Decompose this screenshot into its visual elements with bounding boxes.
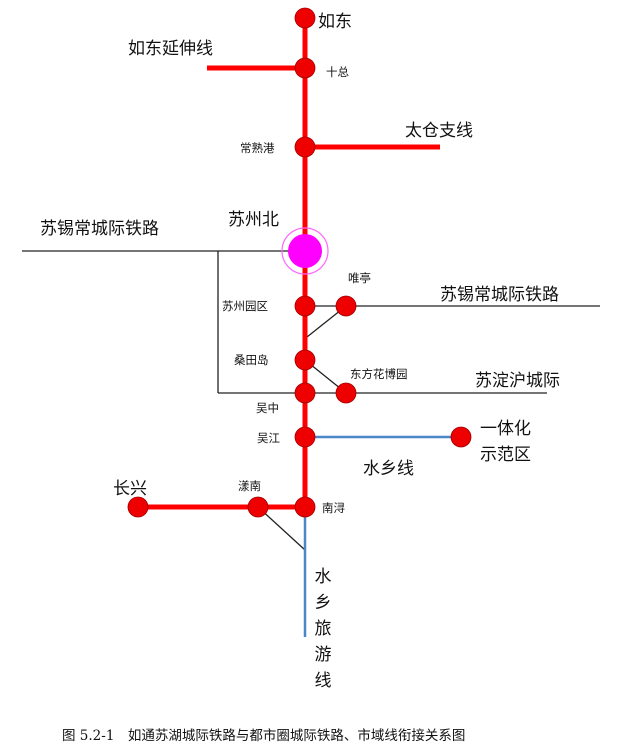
- label-shuixiang: 水乡线: [363, 459, 414, 479]
- figure-caption: 图 5.2-1 如通苏湖城际铁路与都市圈城际铁路、市域线衔接关系图: [62, 728, 466, 744]
- station-changshugang: [294, 136, 316, 158]
- label-yitihua: 一体化: [480, 419, 531, 439]
- station-nanxun: [294, 496, 316, 518]
- station-suzhouyuanqu: [294, 295, 316, 317]
- station-wujiang: [294, 426, 316, 448]
- label-rudong-ext: 如东延伸线: [128, 39, 213, 59]
- label-sangtiandao: 桑田岛: [234, 353, 269, 367]
- label-dongfang: 东方花博园: [350, 367, 408, 381]
- label-shizong: 十总: [326, 65, 349, 79]
- label-changxing: 长兴: [113, 479, 147, 499]
- label-weiting: 唯亭: [348, 271, 371, 285]
- label-taicang: 太仓支线: [405, 121, 473, 141]
- station-weiting: [335, 295, 357, 317]
- label-sxc-left: 苏锡常城际铁路: [40, 219, 159, 239]
- station-yangnan: [247, 496, 269, 518]
- label-wuzhong: 吴中: [256, 401, 279, 415]
- station-sangtiandao: [294, 349, 316, 371]
- label-shuixiang-tour: 水乡旅游线: [314, 567, 332, 691]
- station-dongfang: [335, 382, 357, 404]
- label-suzhoubei: 苏州北: [228, 210, 279, 230]
- station-wuzhong: [294, 382, 316, 404]
- label-changshugang: 常熟港: [240, 141, 275, 155]
- station-changxing: [127, 496, 149, 518]
- yangnan-link: [257, 506, 306, 551]
- station-shizong: [294, 57, 316, 79]
- label-nanxun: 南浔: [322, 501, 345, 515]
- station-rudong: [294, 7, 316, 29]
- label-rudong: 如东: [318, 12, 352, 32]
- label-sdh: 苏淀沪城际: [475, 371, 560, 391]
- station-suzhoubei: [288, 234, 322, 268]
- label-suzhouyuanqu: 苏州园区: [222, 299, 268, 313]
- suzhoubei-ring: [281, 227, 329, 275]
- label-yangnan: 漾南: [238, 479, 261, 493]
- label-shifanqu: 示范区: [480, 445, 531, 465]
- label-sxc-right: 苏锡常城际铁路: [440, 285, 559, 305]
- label-wujiang: 吴江: [257, 431, 280, 445]
- station-yitihua: [450, 426, 472, 448]
